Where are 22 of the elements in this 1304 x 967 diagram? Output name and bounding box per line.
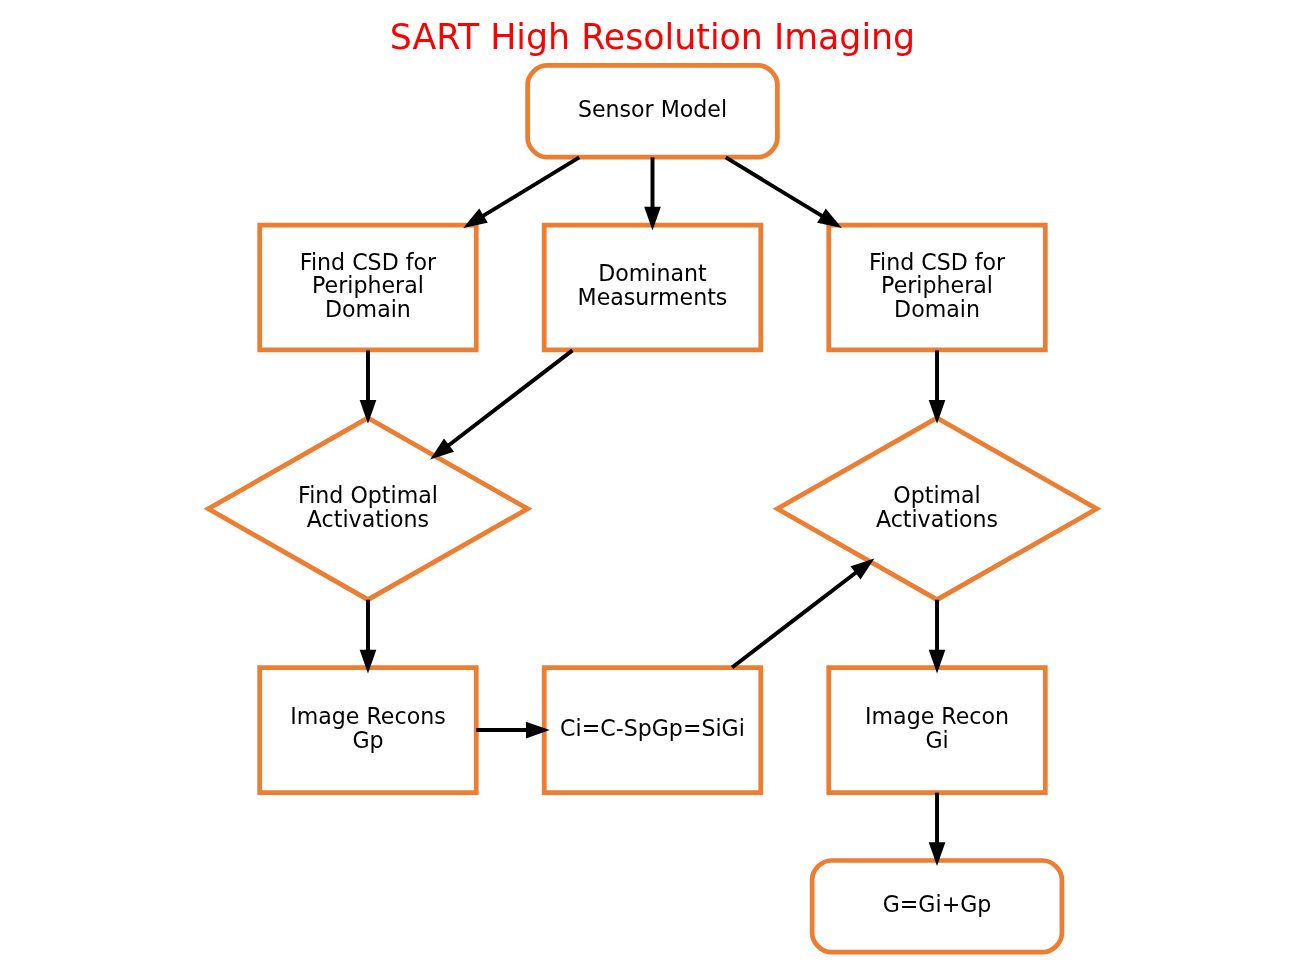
arrow xyxy=(724,155,842,228)
arrow xyxy=(462,155,580,228)
arrow xyxy=(730,558,874,670)
node-box: Ci=C-SpGp=SiGi xyxy=(541,665,763,795)
node-box: Sensor Model xyxy=(524,63,780,160)
arrow xyxy=(928,350,945,424)
arrow xyxy=(359,350,376,424)
arrow xyxy=(359,599,376,674)
node-box: Find CSD for Peripheral Domain xyxy=(256,222,479,353)
node-diamond: Find Optimal Activations xyxy=(203,415,532,603)
arrow xyxy=(928,599,945,674)
node-box: G=Gi+Gp xyxy=(809,858,1064,955)
arrow xyxy=(475,721,550,739)
arrow xyxy=(643,157,661,231)
arrow xyxy=(928,792,945,867)
node-box: Find CSD for Peripheral Domain xyxy=(825,222,1048,353)
diagram-title: SART High Resolution Imaging xyxy=(389,16,915,57)
arrow xyxy=(429,348,574,460)
node-diamond: Optimal Activations xyxy=(772,415,1101,603)
node-box: Image Recons Gp xyxy=(256,665,479,795)
node-box: Dominant Measurments xyxy=(541,222,763,353)
node-box: Image Recon Gi xyxy=(825,665,1048,795)
